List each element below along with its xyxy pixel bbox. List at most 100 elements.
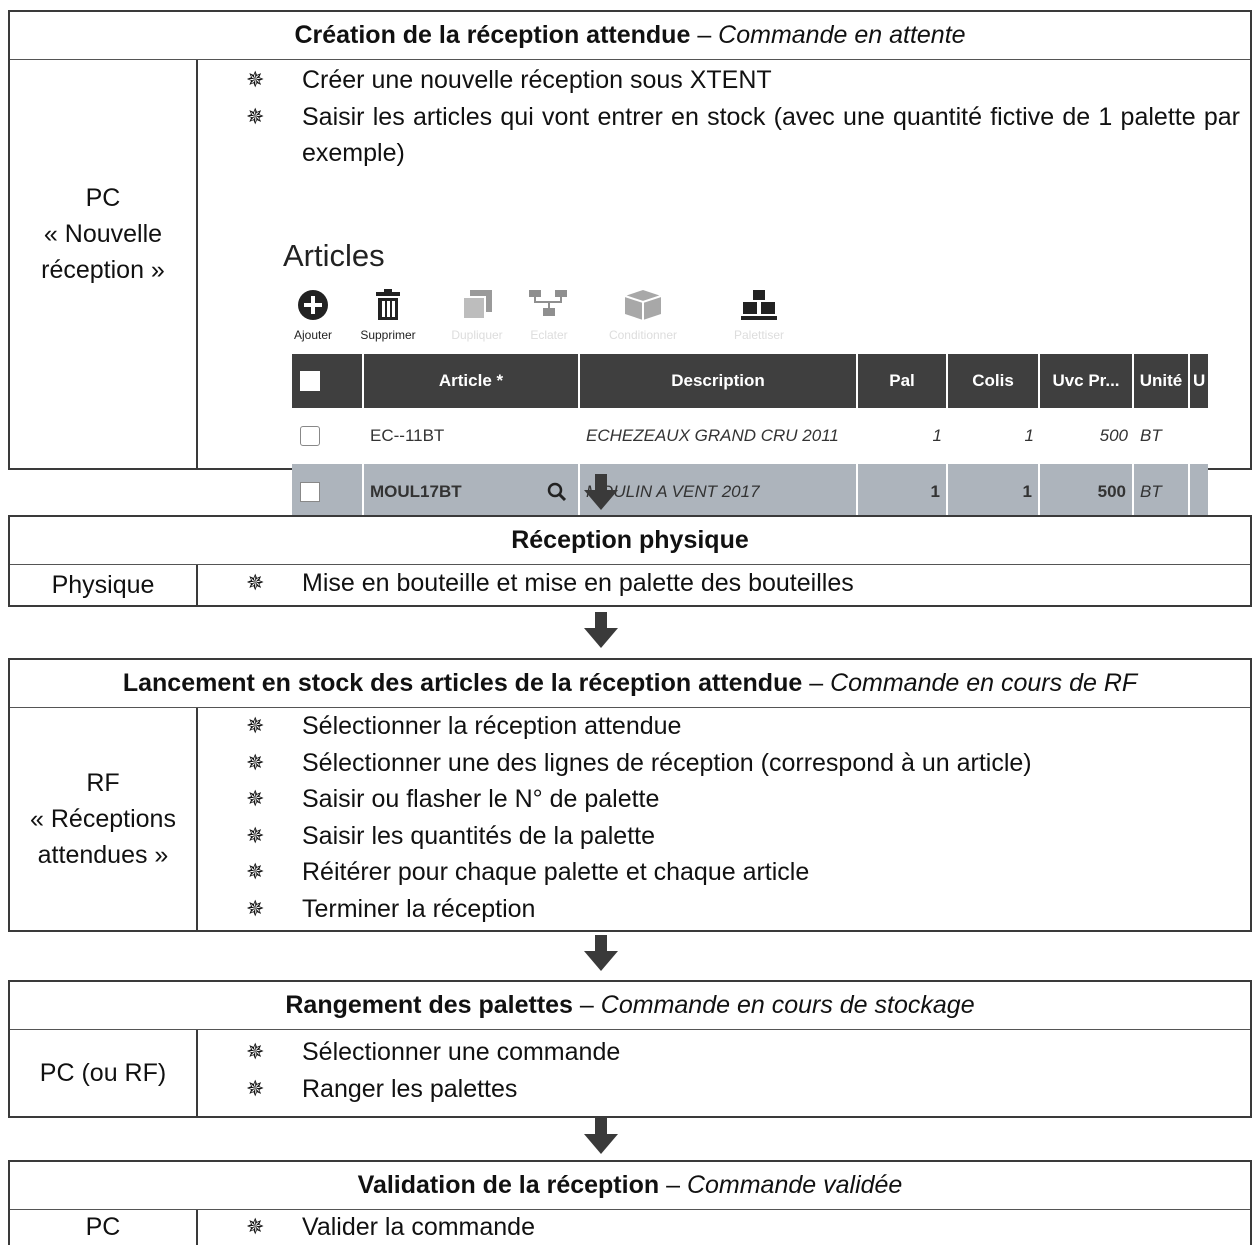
section-header: Réception physique xyxy=(10,517,1250,565)
duplicate-icon xyxy=(462,290,492,320)
step-item: ✵ Valider la commande xyxy=(246,1210,1250,1244)
flow-arrow-down-icon xyxy=(584,1118,618,1154)
column-header-pal[interactable]: Pal xyxy=(858,354,948,408)
column-header-article[interactable]: Article * xyxy=(364,354,580,408)
section-header: Création de la réception attendue – Comm… xyxy=(10,12,1250,60)
bullet-icon: ✵ xyxy=(246,713,265,738)
section-row: PC ✵Valider la commande xyxy=(10,1210,1250,1245)
toolbar-label: Palettiser xyxy=(733,328,785,342)
step-text: Ranger les palettes xyxy=(302,1074,518,1103)
section-header: Lancement en stock des articles de la ré… xyxy=(10,660,1250,708)
toolbar-label: Ajouter xyxy=(293,328,333,342)
cell-description: ECHEZEAUX GRAND CRU 2011 xyxy=(586,426,839,445)
section-row: PC « Nouvelle réception » ✵Créer une nou… xyxy=(10,60,1250,520)
step-item: ✵Terminer la réception xyxy=(246,891,1250,928)
trash-icon xyxy=(376,289,400,320)
step-item: ✵Sélectionner une des lignes de réceptio… xyxy=(246,745,1250,782)
row-checkbox[interactable] xyxy=(300,482,320,502)
articles-title: Articles xyxy=(283,238,385,273)
title-separator: – xyxy=(809,669,824,697)
actor-line: « Nouvelle xyxy=(43,220,163,248)
toolbar-add-button[interactable]: Ajouter xyxy=(288,288,338,342)
column-header-uvc[interactable]: Uvc Pr... xyxy=(1040,354,1134,408)
cell-article: EC--11BT xyxy=(370,426,445,445)
bullet-icon: ✵ xyxy=(246,786,265,811)
step-item: ✵Réitérer pour chaque palette et chaque … xyxy=(246,854,1250,891)
cell-article-value: MOUL17BT xyxy=(370,482,462,501)
bullet-icon: ✵ xyxy=(246,822,265,848)
cell-uvc: 500 xyxy=(1040,464,1134,520)
section-creation-reception: Création de la réception attendue – Comm… xyxy=(8,10,1252,520)
column-header-unite[interactable]: Unité xyxy=(1134,354,1190,408)
articles-toolbar: Ajouter Supprimer Dupliquer Eclater xyxy=(288,288,808,352)
section-title: Rangement des palettes xyxy=(285,991,573,1019)
row-checkbox[interactable] xyxy=(300,426,320,446)
actor-line: réception » xyxy=(41,256,165,284)
section-header: Validation de la réception – Commande va… xyxy=(10,1162,1250,1210)
section-status: Commande en cours de RF xyxy=(830,669,1138,697)
grid-header: Article * Description Pal Colis Uvc Pr..… xyxy=(292,354,1208,408)
cell-pal: 1 xyxy=(932,426,942,445)
column-header-description[interactable]: Description xyxy=(580,354,858,408)
step-list: ✵ Valider la commande xyxy=(198,1210,1250,1244)
plus-circle-icon xyxy=(298,290,328,320)
cell-pal: 1 xyxy=(858,464,948,520)
section-status: Commande en attente xyxy=(718,21,966,49)
title-separator: – xyxy=(697,21,712,49)
step-item: ✵Saisir les articles qui vont entrer en … xyxy=(246,99,1250,172)
actor-line: PC xyxy=(85,184,121,212)
toolbar-duplicate-button[interactable]: Dupliquer xyxy=(442,288,512,342)
steps-cell: ✵Créer une nouvelle réception sous XTENT… xyxy=(198,60,1250,520)
title-separator: – xyxy=(579,991,594,1019)
step-text: Mise en bouteille et mise en palette des… xyxy=(302,569,854,597)
section-rangement-palettes: Rangement des palettes – Commande en cou… xyxy=(8,980,1252,1118)
cell-description: MOULIN A VENT 2017 xyxy=(580,464,858,520)
bullet-icon: ✵ xyxy=(246,1039,265,1064)
step-item: ✵Sélectionner la réception attendue xyxy=(246,708,1250,745)
grid-row-selected[interactable]: MOUL17BT MOULIN A VENT 2017 1 1 500 BT xyxy=(292,464,1208,520)
toolbar-delete-button[interactable]: Supprimer xyxy=(348,288,428,342)
cell-colis: 1 xyxy=(1024,426,1034,445)
steps-cell: ✵ Mise en bouteille et mise en palette de… xyxy=(198,565,1250,605)
column-header-u[interactable]: U xyxy=(1193,371,1206,390)
section-row: RF « Réceptions attendues » ✵Sélectionne… xyxy=(10,708,1250,930)
toolbar-pallet-button[interactable]: Palettiser xyxy=(714,288,804,342)
step-text: Valider la commande xyxy=(302,1213,535,1241)
select-all-cell xyxy=(292,354,364,408)
section-title: Validation de la réception xyxy=(357,1171,660,1199)
step-item: ✵Sélectionner une commande xyxy=(246,1034,1250,1071)
section-validation-reception: Validation de la réception – Commande va… xyxy=(8,1160,1252,1245)
section-title: Création de la réception attendue xyxy=(294,21,691,49)
toolbar-label: Dupliquer xyxy=(451,328,503,342)
cell-colis: 1 xyxy=(948,464,1040,520)
section-lancement-stock: Lancement en stock des articles de la ré… xyxy=(8,658,1252,932)
toolbar-split-button[interactable]: Eclater xyxy=(524,288,574,342)
step-text: Sélectionner une des lignes de réception… xyxy=(302,748,1032,777)
articles-grid: Article * Description Pal Colis Uvc Pr..… xyxy=(292,354,1208,520)
section-row: PC (ou RF) ✵Sélectionner une commande ✵R… xyxy=(10,1030,1250,1116)
actor-line: attendues » xyxy=(37,841,169,869)
cell-article: MOUL17BT xyxy=(364,464,580,520)
step-text: Saisir les quantités de la palette xyxy=(302,821,655,850)
split-icon xyxy=(529,290,567,316)
section-header: Rangement des palettes – Commande en cou… xyxy=(10,982,1250,1030)
cell-uvc: 500 xyxy=(1099,426,1128,445)
bullet-icon: ✵ xyxy=(246,570,265,595)
section-row: Physique ✵Mise en bouteille et mise en p… xyxy=(10,565,1250,605)
section-status: Commande en cours de stockage xyxy=(600,991,975,1019)
step-item: ✵Ranger les palettes xyxy=(246,1071,1250,1108)
step-item: ✵Créer une nouvelle réception sous XTENT xyxy=(246,62,1250,99)
column-header-colis[interactable]: Colis xyxy=(948,354,1040,408)
select-all-checkbox[interactable] xyxy=(300,371,320,391)
row-select-cell xyxy=(292,408,364,464)
cell-unite: BT xyxy=(1134,464,1190,520)
grid-row[interactable]: EC--11BT ECHEZEAUX GRAND CRU 2011 1 1 50… xyxy=(292,408,1208,464)
step-list: ✵Sélectionner la réception attendue ✵Sél… xyxy=(198,708,1250,927)
flow-arrow-down-icon xyxy=(584,474,618,510)
toolbar-package-button[interactable]: Conditionner xyxy=(588,288,698,342)
actor-cell: PC (ou RF) xyxy=(10,1030,198,1116)
step-text: Saisir ou flasher le N° de palette xyxy=(302,785,660,813)
bullet-icon: ✵ xyxy=(246,1214,265,1239)
step-list: ✵ Mise en bouteille et mise en palette de… xyxy=(198,565,1250,602)
search-icon[interactable] xyxy=(546,481,568,503)
